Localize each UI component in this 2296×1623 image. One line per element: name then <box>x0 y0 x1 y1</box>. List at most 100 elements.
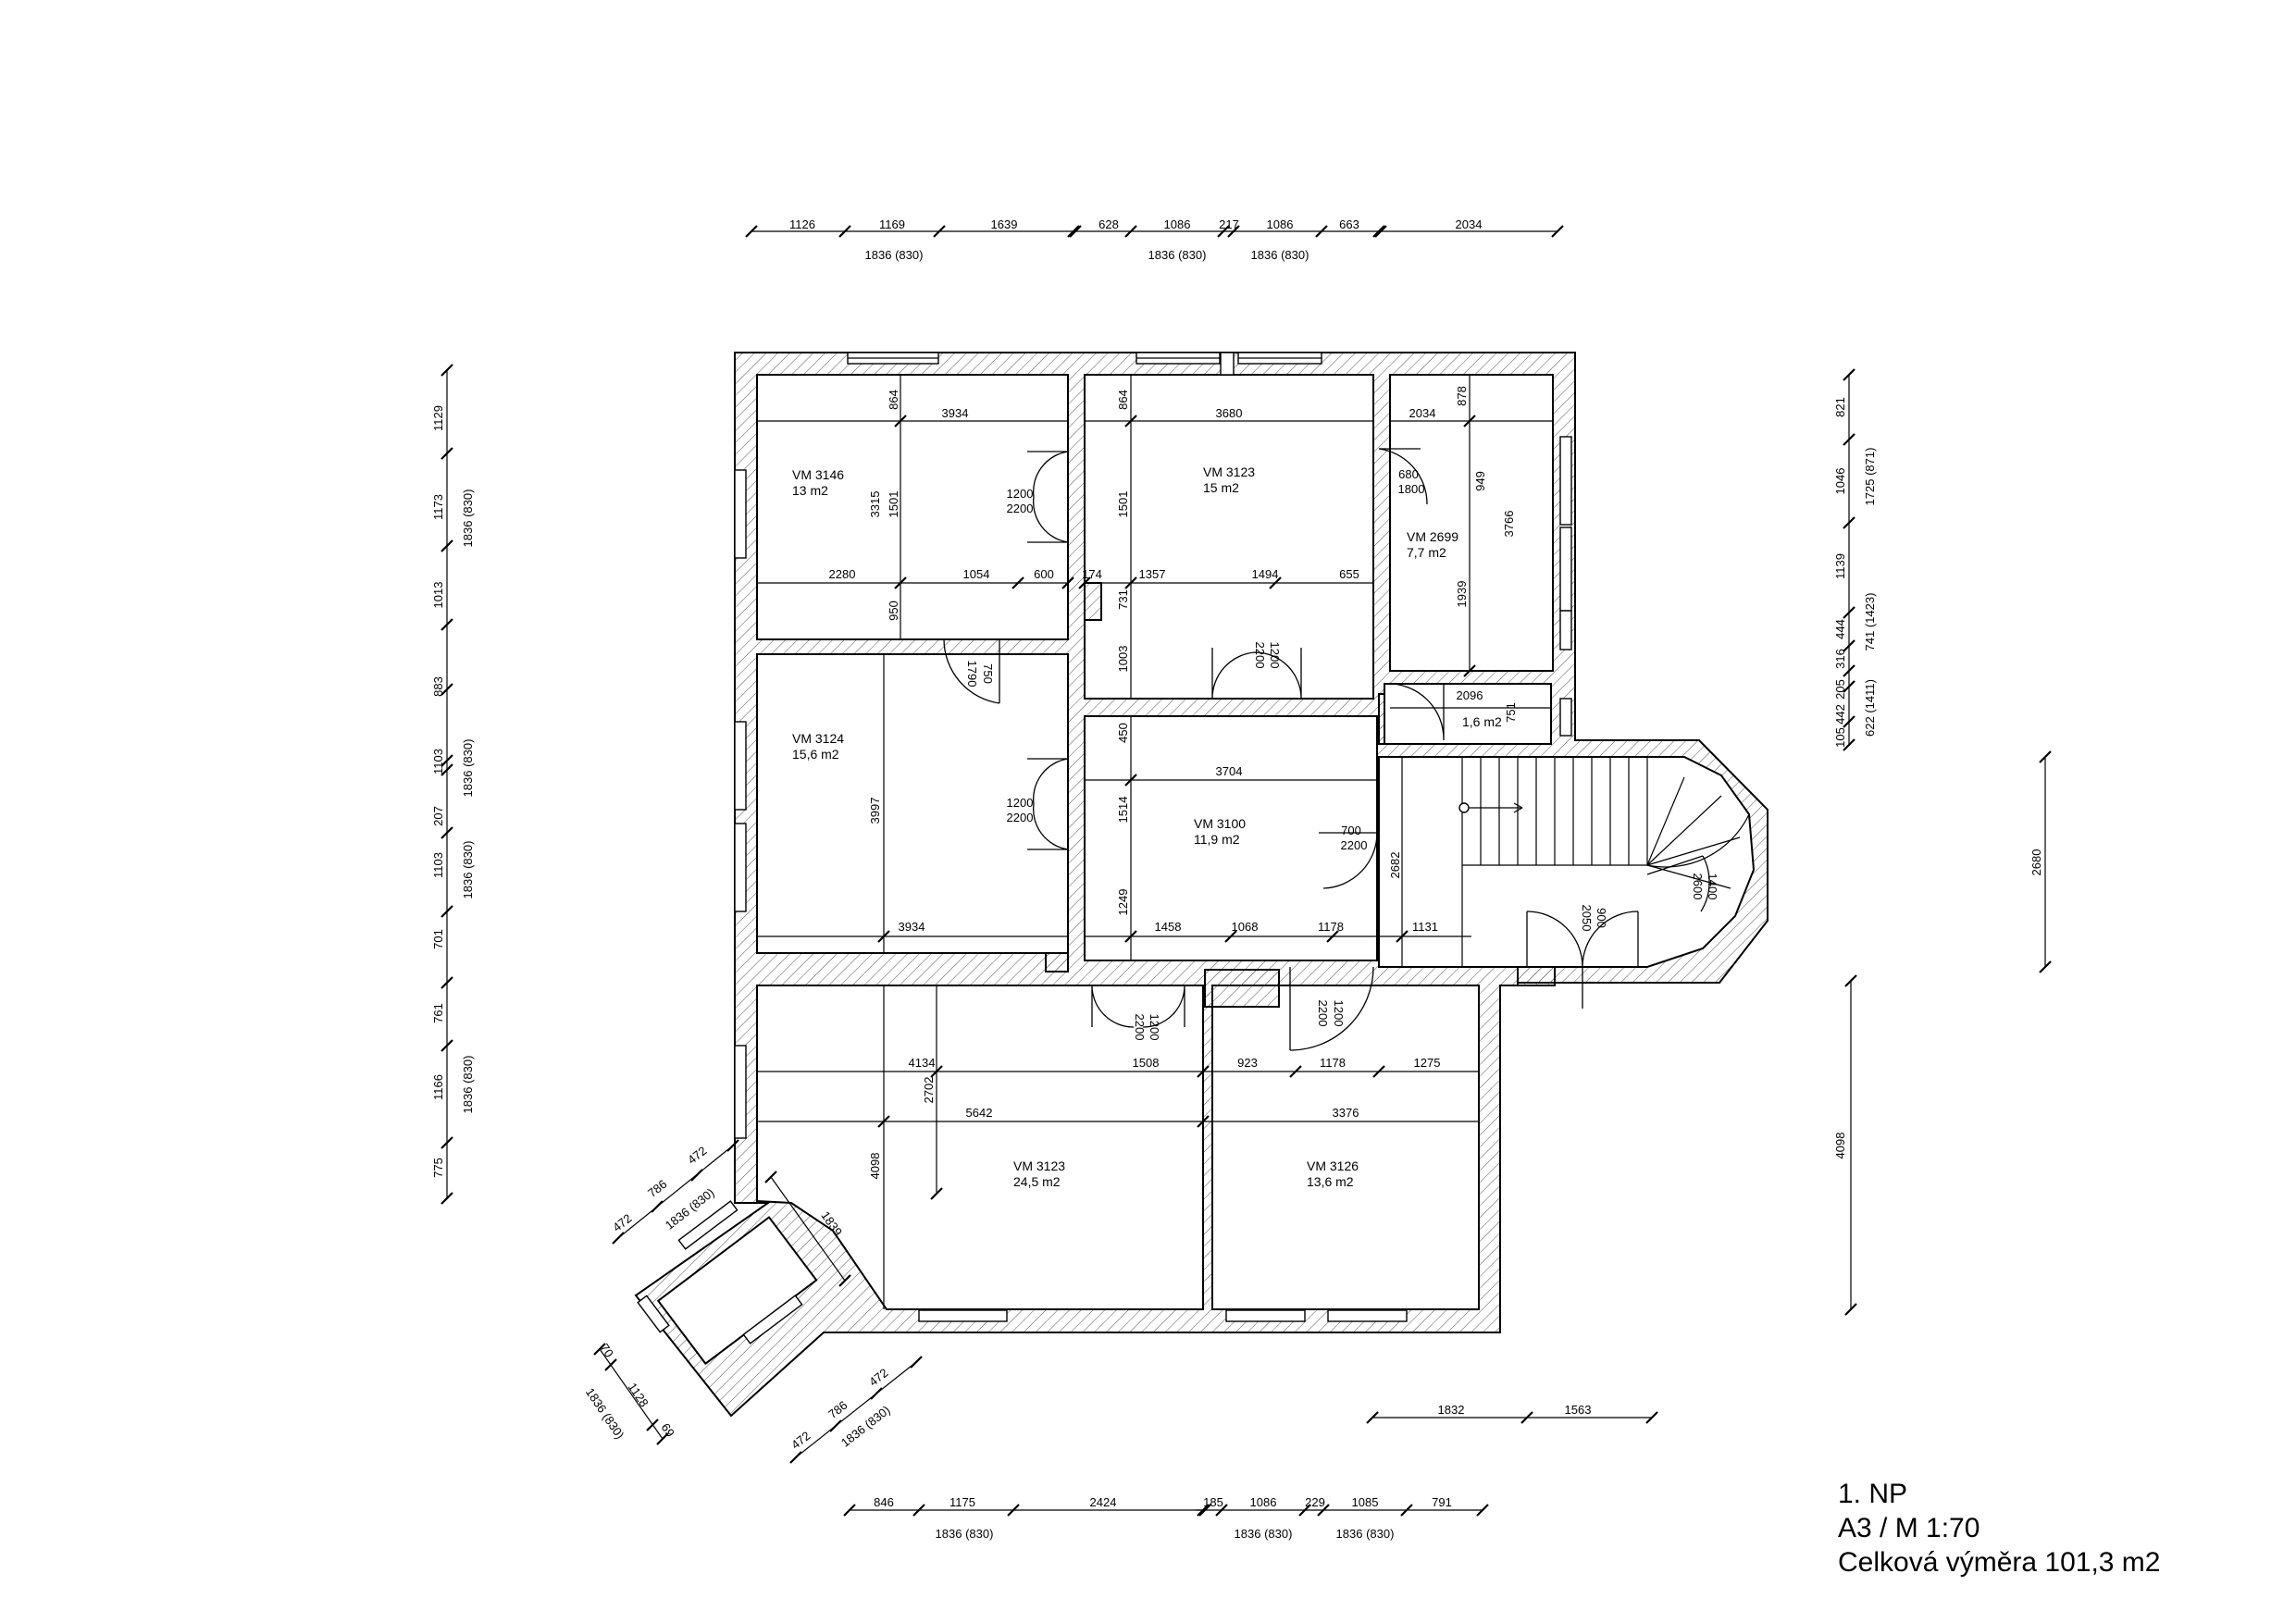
dim-label: 1836 (830) <box>1336 1527 1395 1541</box>
dim-label: 751 <box>1504 702 1518 723</box>
dim-label: 4098 <box>868 1153 882 1180</box>
room-vm3124 <box>756 653 1069 954</box>
door-label: 2200 <box>1007 811 1034 824</box>
dim-label: 3997 <box>868 798 882 824</box>
dimension-tick <box>1400 1504 1413 1517</box>
room-vm3100 <box>1084 715 1378 961</box>
interior-dimension-lines <box>757 375 1553 1309</box>
dimension-tick <box>441 905 453 918</box>
dim-label: 864 <box>887 390 900 410</box>
dimension-tick <box>1298 1504 1311 1517</box>
room-name: VM 3124 <box>792 731 844 746</box>
door-label: 2200 <box>1253 642 1267 669</box>
dimension-tick <box>1843 680 1855 693</box>
room-area: 11,9 m2 <box>1194 832 1240 847</box>
dimension-tick <box>1374 225 1387 238</box>
dim-label: 1086 <box>1267 217 1294 231</box>
dimension-tick <box>877 930 890 943</box>
dim-label: 1173 <box>431 494 445 520</box>
dimension-tick <box>441 364 453 377</box>
dimension-tick <box>1224 930 1237 943</box>
dim-label: 1139 <box>1833 553 1847 579</box>
dim-label: 2680 <box>2029 849 2043 876</box>
dim-label: 2096 <box>1457 688 1483 702</box>
door-label: 2600 <box>1691 873 1705 900</box>
title-block: 1. NP A3 / M 1:70 Celková výměra 101,3 m… <box>1838 1477 2161 1580</box>
dim-label: 786 <box>645 1177 669 1200</box>
dim-label: 1013 <box>431 582 445 609</box>
dim-label: 1103 <box>431 749 445 774</box>
dim-label: 1836 (830) <box>583 1385 627 1442</box>
dim-label: 1003 <box>1116 646 1130 673</box>
dim-label: 1126 <box>789 217 815 231</box>
dim-label: 1725 (871) <box>1863 448 1877 506</box>
dim-label: 444 <box>1833 619 1847 639</box>
dim-label: 791 <box>1432 1495 1452 1509</box>
dim-label: 821 <box>1833 397 1847 417</box>
dimension-tick <box>1463 415 1476 427</box>
dimension-tick <box>894 576 907 589</box>
dimension-tick <box>1844 974 1857 987</box>
door-label: 2200 <box>1341 838 1368 852</box>
dimension-tick <box>1198 1504 1211 1517</box>
dimension-tick <box>1843 606 1855 619</box>
dim-label: 1275 <box>1414 1056 1441 1070</box>
dimension-tick <box>1124 225 1137 238</box>
dim-label: 2424 <box>1090 1495 1117 1509</box>
dimension-tick <box>894 415 907 427</box>
dimension-tick <box>1067 225 1080 238</box>
dimension-tick <box>1476 1504 1489 1517</box>
dimension-tick <box>933 225 946 238</box>
dim-label: 1458 <box>1155 920 1182 934</box>
dimension-tick <box>843 1504 856 1517</box>
room-area: 1,6 m2 <box>1462 714 1502 729</box>
door-label: 1200 <box>1148 1014 1161 1041</box>
dimension-tick <box>1843 738 1855 751</box>
door-label: 1800 <box>1398 482 1425 496</box>
dimension-tick <box>441 1039 453 1052</box>
dim-label: 1085 <box>1352 1495 1379 1509</box>
windows <box>637 352 1572 1344</box>
dimension-tick <box>1124 930 1137 943</box>
dim-label: 316 <box>1833 649 1847 669</box>
dimension-tick <box>656 1432 669 1445</box>
dimension-tick <box>930 1187 943 1200</box>
dimension-tick <box>1463 664 1476 677</box>
room-vm3126 <box>1211 985 1480 1310</box>
dim-label: 1249 <box>1116 889 1130 916</box>
dim-label: 1508 <box>1133 1056 1160 1070</box>
room-area: 7,7 m2 <box>1407 545 1446 560</box>
dim-label: 1086 <box>1164 217 1191 231</box>
dim-label: 1131 <box>1412 920 1438 934</box>
dim-label: 1836 (830) <box>1148 248 1207 262</box>
dim-label: 1639 <box>991 217 1018 231</box>
dimension-tick <box>1215 1504 1228 1517</box>
dim-label: 622 (1411) <box>1863 679 1877 737</box>
dimension-tick <box>441 1192 453 1205</box>
dimension-tick <box>441 539 453 552</box>
dim-label: 1836 (830) <box>1251 248 1309 262</box>
dimension-tick <box>1124 774 1137 787</box>
dim-label: 878 <box>1455 386 1469 406</box>
room-hall <box>1378 756 1756 968</box>
dimension-tick <box>1289 1065 1302 1078</box>
dimension-tick <box>1007 1504 1020 1517</box>
dim-label: 2702 <box>922 1077 936 1104</box>
dim-label: 1836 (830) <box>461 739 475 798</box>
room-name: VM 3123 <box>1203 465 1255 479</box>
dim-label: 1836 (830) <box>1235 1527 1293 1541</box>
rooms <box>656 374 1756 1366</box>
room-area: 13,6 m2 <box>1307 1174 1354 1189</box>
dim-label: 70 <box>597 1341 616 1359</box>
dim-label: 1046 <box>1833 468 1847 495</box>
dim-label: 1175 <box>949 1495 975 1509</box>
dimension-tick <box>651 1200 664 1213</box>
floor-label: 1. NP <box>1838 1479 1908 1509</box>
dimension-tick <box>1124 576 1137 589</box>
dimension-tick <box>1843 664 1855 677</box>
dim-label: 3680 <box>1216 406 1243 420</box>
room-name: VM 3100 <box>1194 816 1246 831</box>
dim-label: 701 <box>431 929 445 949</box>
dimension-ticks <box>441 225 2052 1517</box>
